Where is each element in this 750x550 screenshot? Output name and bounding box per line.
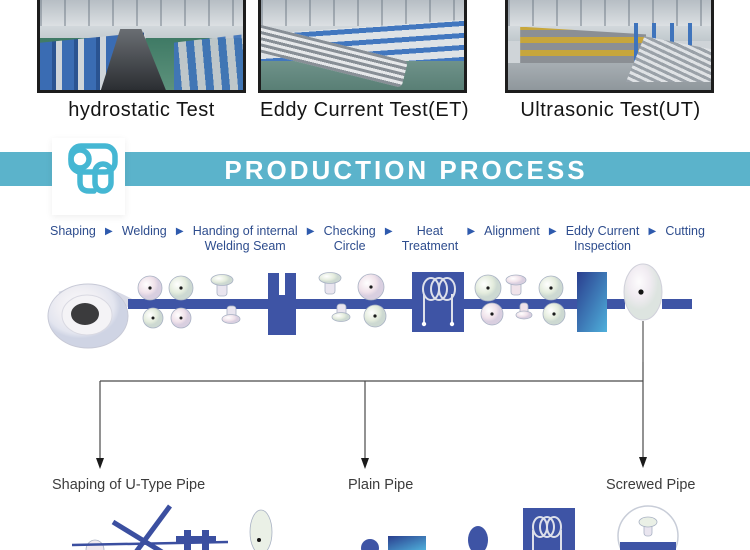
arrow-right-icon: ▶ <box>105 226 113 237</box>
process-flow-row: Shaping ▶ Welding ▶ Handing of internal … <box>50 224 705 254</box>
steel-strip-coil-icon <box>47 283 129 349</box>
factory-scene <box>40 0 243 90</box>
arrow-right-icon: ▶ <box>467 226 476 237</box>
arrow-right-icon: ▶ <box>648 226 657 237</box>
production-line-bar <box>128 299 625 309</box>
banner-title: PRODUCTION PROCESS <box>224 155 588 185</box>
forming-roller-pair-icon <box>137 275 194 329</box>
straightening-roller-pair-icon <box>538 275 566 326</box>
photo-caption-eddy-current: Eddy Current Test(ET) <box>259 99 470 121</box>
process-step-shaping: Shaping <box>50 224 96 238</box>
photo-hydrostatic-test <box>37 0 246 93</box>
production-process-banner <box>0 152 750 186</box>
process-step-eddy-inspection: Eddy Current Inspection <box>565 224 640 253</box>
process-step-alignment: Alignment <box>484 224 540 238</box>
heat-treatment-coil-box-icon <box>412 272 464 332</box>
output-branch-lines <box>96 362 647 469</box>
company-logo-box <box>52 138 125 215</box>
arrow-right-icon: ▶ <box>548 226 557 237</box>
inspection-box-icon <box>388 536 426 550</box>
to-monogram-logo-icon <box>68 143 118 194</box>
factory-scene <box>508 0 711 90</box>
sizing-ring-icon <box>617 505 679 550</box>
photo-ultrasonic-test <box>505 0 714 93</box>
process-step-handing-seam: Handing of internal Welding Seam <box>192 224 298 253</box>
guide-spool-roller-icon <box>318 272 351 322</box>
guide-spool-roller-icon <box>505 274 533 320</box>
welding-station-icon <box>268 273 296 335</box>
photo-caption-hydrostatic: hydrostatic Test <box>68 99 215 121</box>
guide-wheel-icon <box>361 539 379 550</box>
blue-roller-icon <box>468 526 488 550</box>
photo-eddy-current-test <box>258 0 467 93</box>
production-line-diagram <box>47 263 692 362</box>
arrow-right-icon: ▶ <box>306 226 315 237</box>
output-label-u-type-pipe: Shaping of U-Type Pipe <box>52 477 206 493</box>
process-step-checking-circle: Checking Circle <box>323 224 376 253</box>
eddy-current-inspection-box-icon <box>577 272 607 332</box>
arrow-right-icon: ▶ <box>384 226 393 237</box>
roll-stand-icon <box>176 530 216 550</box>
process-step-cutting: Cutting <box>665 224 705 238</box>
heat-coil-box-icon <box>523 508 575 550</box>
process-step-heat-treatment: Heat Treatment <box>401 224 459 253</box>
arrow-right-icon: ▶ <box>175 226 184 237</box>
output-label-plain-pipe: Plain Pipe <box>348 477 414 493</box>
edge-spool-roller-icon <box>210 274 241 324</box>
cutting-disc-icon <box>623 263 663 321</box>
photo-caption-ultrasonic: Ultrasonic Test(UT) <box>520 99 701 121</box>
production-line-bar-end <box>662 299 692 309</box>
alignment-roller-pair-icon <box>474 274 504 326</box>
vertical-roller-icon <box>249 509 273 550</box>
pipe-forming-detail-strip <box>71 504 679 550</box>
process-step-welding: Welding <box>121 224 167 238</box>
seam-roller-pair-icon <box>357 273 387 328</box>
factory-scene <box>261 0 464 90</box>
output-label-screwed-pipe: Screwed Pipe <box>606 477 696 493</box>
